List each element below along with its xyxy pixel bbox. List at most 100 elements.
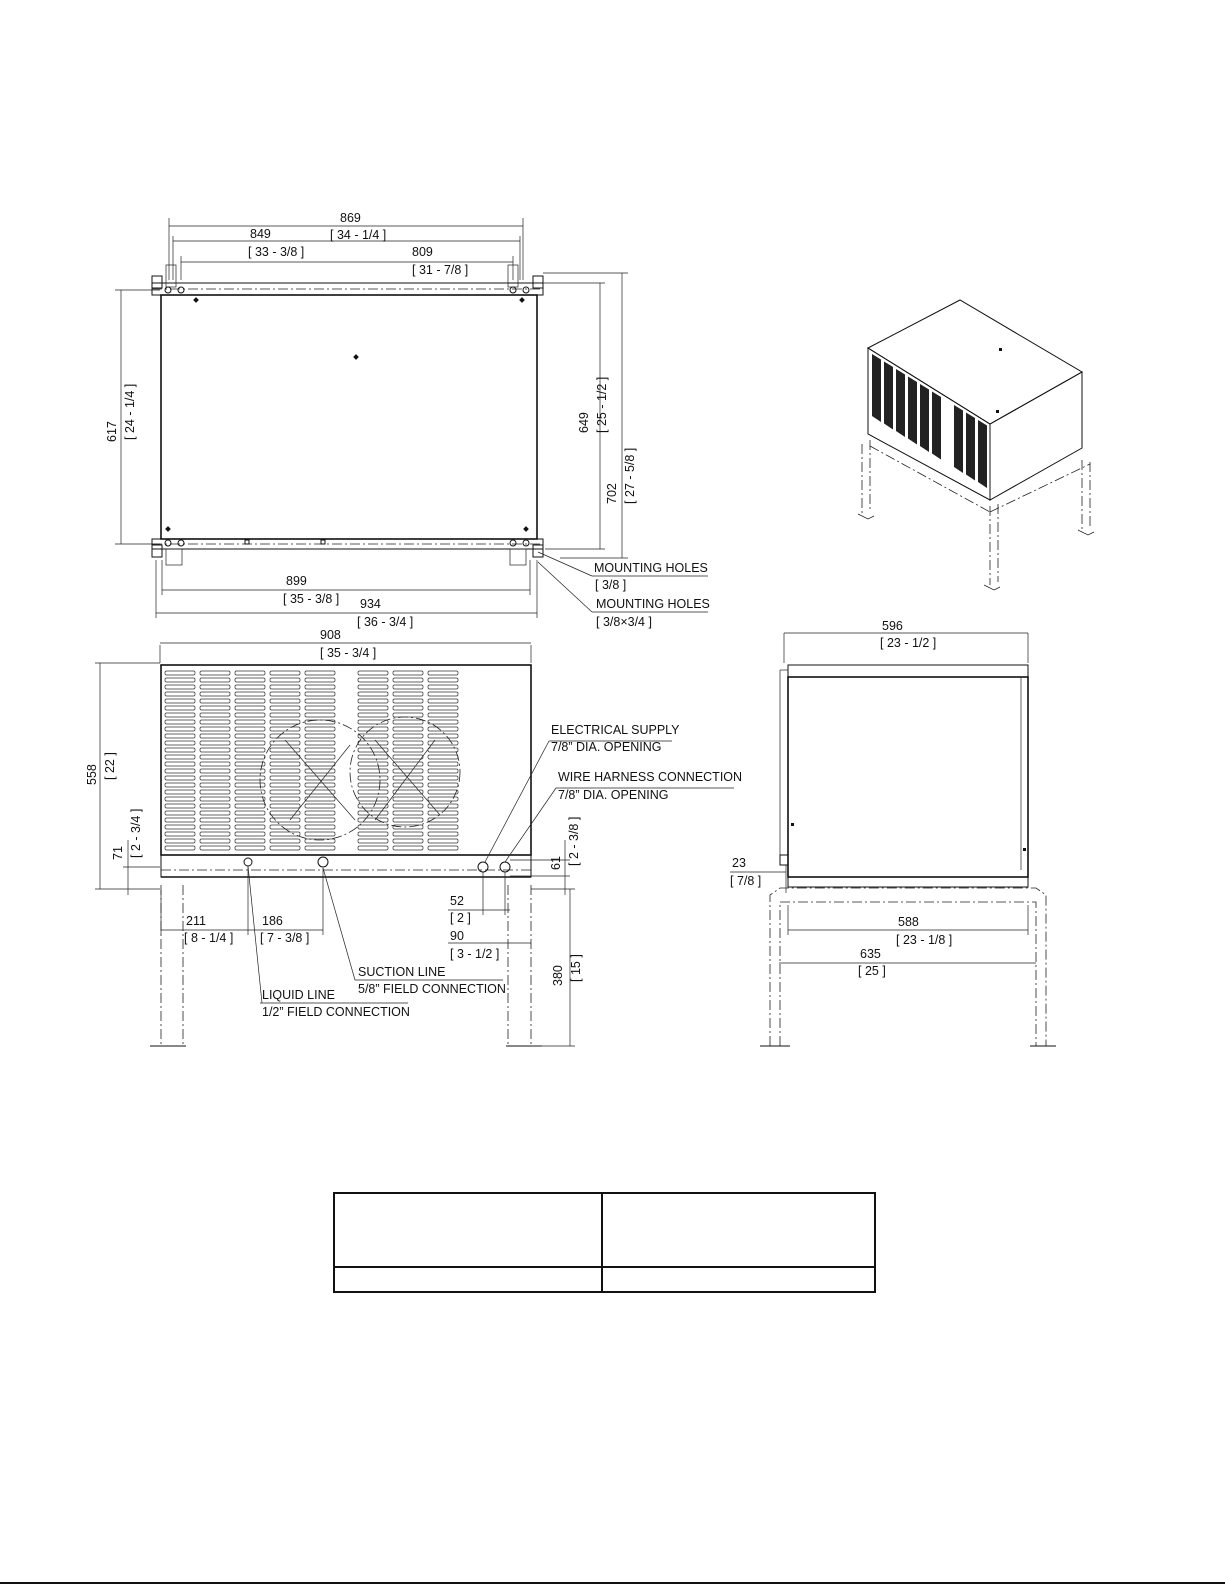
grille-slat — [304, 845, 336, 851]
callout-mounting-holes-2-size: [ 3/8×3/4 ] — [596, 615, 652, 629]
grille-slat — [164, 761, 196, 767]
grille-slat — [392, 803, 424, 809]
grille-slat — [234, 754, 266, 760]
grille-slat — [164, 782, 196, 788]
dim-849-in: [ 33 - 3/8 ] — [248, 245, 304, 259]
grille-slat — [199, 838, 231, 844]
grille-slat — [269, 845, 301, 851]
grille-slat — [357, 817, 389, 823]
grille-slat — [304, 831, 336, 837]
grille-slat — [164, 733, 196, 739]
grille-slat — [392, 712, 424, 718]
grille-slat — [357, 768, 389, 774]
dim-702-in: [ 27 - 5/8 ] — [623, 448, 637, 504]
iso-grille-panel — [978, 420, 987, 488]
dim-908-in: [ 35 - 3/4 ] — [320, 646, 376, 660]
grille-slat — [427, 712, 459, 718]
grille-slat — [164, 747, 196, 753]
grille-slat — [164, 817, 196, 823]
callout-suction-line: SUCTION LINE — [358, 965, 446, 979]
grille-slat — [269, 691, 301, 697]
isometric-view — [857, 299, 1095, 591]
dim-23-in: [ 7/8 ] — [730, 874, 761, 888]
dim-588: 588 — [898, 915, 919, 929]
grille-slat — [427, 803, 459, 809]
grille-slat — [304, 747, 336, 753]
grille-slat — [164, 796, 196, 802]
iso-side-face — [989, 371, 1083, 501]
callout-mounting-holes-2: MOUNTING HOLES — [596, 597, 710, 611]
grille-slat — [199, 810, 231, 816]
dim-380: 380 — [551, 965, 565, 986]
grille-slat — [234, 670, 266, 676]
grille-slat — [357, 775, 389, 781]
grille-slat — [392, 754, 424, 760]
grille-slat — [269, 803, 301, 809]
grille-slat — [234, 705, 266, 711]
grille-slat — [304, 768, 336, 774]
dim-635-in: [ 25 ] — [858, 964, 886, 978]
grille-slat — [234, 691, 266, 697]
grille-slat — [164, 719, 196, 725]
grille-slat — [357, 796, 389, 802]
grille-slat — [427, 719, 459, 725]
grille-slat — [234, 733, 266, 739]
grille-slat — [269, 733, 301, 739]
grille-slat — [392, 677, 424, 683]
dim-588-in: [ 23 - 1/8 ] — [896, 933, 952, 947]
dim-52: 52 — [450, 894, 464, 908]
grille-slat — [392, 719, 424, 725]
grille-slat — [269, 775, 301, 781]
iso-grille-panel — [932, 391, 941, 460]
dim-899: 899 — [286, 574, 307, 588]
grille-slat — [304, 838, 336, 844]
grille-slat — [427, 845, 459, 851]
grille-slat — [199, 796, 231, 802]
dim-186-in: [ 7 - 3/8 ] — [260, 931, 309, 945]
grille-slat — [392, 684, 424, 690]
grille-slat — [269, 768, 301, 774]
grille-slat — [199, 733, 231, 739]
grille-slat — [199, 775, 231, 781]
grille-slat — [199, 698, 231, 704]
grille-slat — [234, 796, 266, 802]
grille-slat — [199, 747, 231, 753]
table-vertical-divider — [601, 1194, 603, 1291]
callout-mounting-holes-1-size: [ 3/8 ] — [595, 578, 626, 592]
dim-558: 558 — [85, 764, 99, 785]
grille-slat — [199, 684, 231, 690]
dim-649-in: [ 25 - 1/2 ] — [595, 377, 609, 433]
grille-slat — [234, 789, 266, 795]
grille-slat — [392, 782, 424, 788]
grille-slat — [427, 705, 459, 711]
grille-slat — [164, 754, 196, 760]
grille-slat — [304, 789, 336, 795]
grille-slat — [304, 712, 336, 718]
grille-slat — [234, 761, 266, 767]
dim-908: 908 — [320, 628, 341, 642]
grille-slat — [269, 838, 301, 844]
grille-slat — [304, 698, 336, 704]
iso-grille-panel — [966, 412, 975, 481]
grille-slat — [269, 747, 301, 753]
grille-slat — [357, 733, 389, 739]
grille-slat — [392, 789, 424, 795]
grille-slat — [392, 838, 424, 844]
grille-slat — [357, 719, 389, 725]
grille-slat — [164, 712, 196, 718]
grille-slat — [357, 803, 389, 809]
grille-slat — [392, 726, 424, 732]
dim-380-in: [ 15 ] — [569, 954, 583, 982]
grille-slat — [234, 810, 266, 816]
dim-809-in: [ 31 - 7/8 ] — [412, 263, 468, 277]
grille-slat — [234, 831, 266, 837]
grille-slat — [392, 670, 424, 676]
grille-slat — [304, 754, 336, 760]
grille-slat — [427, 677, 459, 683]
grille-slat — [199, 677, 231, 683]
grille-slat — [392, 698, 424, 704]
grille-slat — [304, 740, 336, 746]
grille-slat — [304, 684, 336, 690]
iso-grille-panel — [920, 384, 929, 452]
